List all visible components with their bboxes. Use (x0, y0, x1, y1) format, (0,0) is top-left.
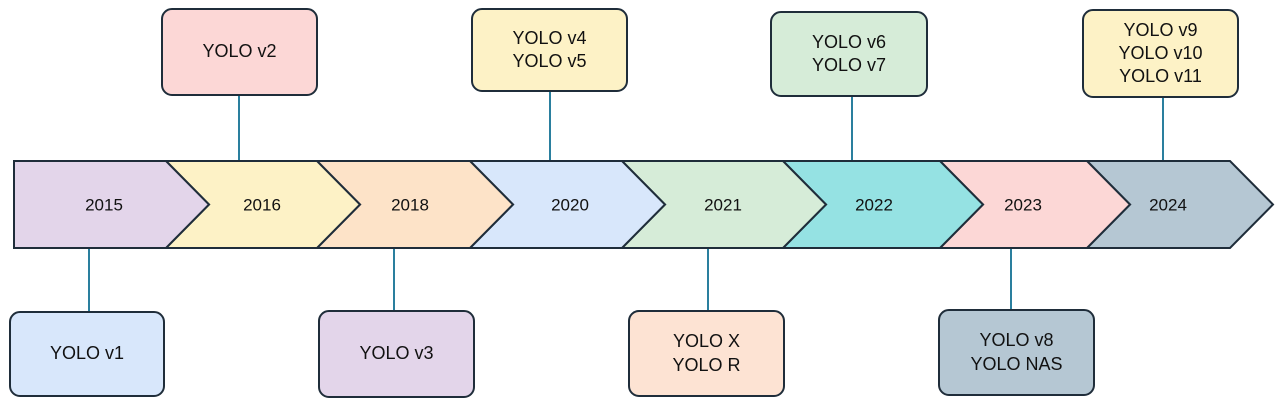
year-label-2021: 2021 (704, 196, 742, 215)
year-label-2022: 2022 (855, 196, 893, 215)
release-label: YOLO v1 (49, 343, 125, 364)
year-label-2024: 2024 (1149, 196, 1187, 215)
release-label: YOLO v2 (202, 41, 277, 62)
release-box-2020: YOLO v4 YOLO v5 (471, 8, 628, 92)
year-label-2020: 2020 (551, 196, 589, 215)
release-label: YOLO v9 (1123, 19, 1198, 40)
year-label-2016: 2016 (243, 196, 281, 215)
release-label: YOLO v8 (979, 330, 1054, 351)
connector-lines (88, 92, 1164, 311)
release-label: YOLO v3 (359, 343, 434, 364)
release-box-2016: YOLO v2 (161, 8, 318, 96)
year-label-2023: 2023 (1004, 196, 1042, 215)
release-label: YOLO X (672, 331, 741, 352)
release-label: YOLO v7 (811, 55, 887, 75)
year-label-2018: 2018 (391, 196, 429, 215)
release-box-2022: YOLO v6 YOLO v7 (770, 11, 928, 97)
release-label: YOLO v11 (1119, 66, 1202, 87)
release-box-2018: YOLO v3 (318, 310, 475, 398)
release-label: YOLO v10 (1118, 42, 1203, 63)
release-label: YOLO v6 (811, 31, 887, 52)
release-box-2015: YOLO v1 (9, 311, 165, 397)
year-chevron-2015 (13, 160, 211, 249)
release-label: YOLO R (672, 354, 741, 375)
release-label: YOLO v5 (512, 51, 587, 71)
year-label-2015: 2015 (85, 196, 123, 215)
release-label: YOLO NAS (970, 353, 1063, 374)
release-label: YOLO v4 (512, 27, 587, 48)
year-chevrons: 2015 2016 2018 2020 2021 2022 2023 2024 (13, 160, 1275, 249)
